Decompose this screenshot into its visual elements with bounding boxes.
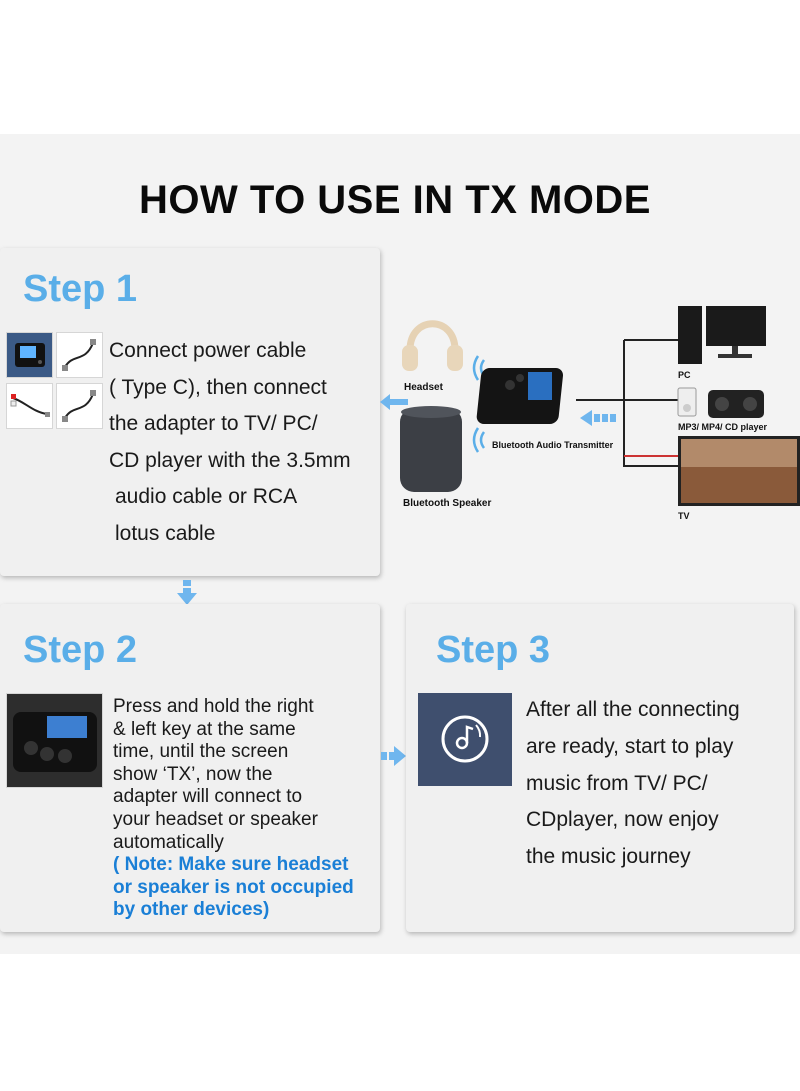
- step3-line: the music journey: [526, 845, 691, 869]
- arrow-left-icon: [380, 394, 408, 410]
- step2-heading: Step 2: [23, 629, 138, 671]
- device-thumbnail: [6, 332, 53, 378]
- mp3-player-icon: [677, 387, 697, 417]
- step2-text: Press and hold the right & left key at t…: [113, 696, 378, 922]
- step2-line: & left key at the same: [113, 718, 296, 740]
- step2-line: Press and hold the right: [113, 696, 314, 717]
- headset-label: Headset: [404, 382, 443, 393]
- connection-diagram: [380, 306, 800, 506]
- tv-icon: [678, 436, 800, 506]
- transmitter-label: Bluetooth Audio Transmitter: [492, 440, 614, 450]
- arrow-left-icon: [580, 410, 616, 426]
- cable-icon: [56, 383, 103, 429]
- step3-text: After all the connecting are ready, star…: [526, 692, 788, 876]
- music-disc-icon: [418, 693, 512, 786]
- step2-note-line: or speaker is not occupied: [113, 876, 354, 898]
- step1-line: lotus cable: [115, 521, 216, 545]
- cable-icon: [576, 339, 678, 467]
- transmitter-icon: [476, 368, 564, 424]
- step1-line: the adapter to TV/ PC/: [109, 412, 318, 436]
- speaker-icon: [400, 406, 462, 492]
- step1-line: CD player with the 3.5mm: [109, 448, 351, 472]
- step2-line: adapter will connect to: [113, 786, 303, 808]
- step3-heading: Step 3: [436, 629, 551, 671]
- pc-label: PC: [678, 370, 691, 380]
- step3-line: CDplayer, now enjoy: [526, 808, 719, 832]
- step3-line: music from TV/ PC/: [526, 771, 708, 795]
- step1-line: audio cable or RCA: [115, 485, 298, 509]
- cd-player-icon: [708, 390, 764, 418]
- mp3-label: MP3/ MP4/ CD player: [678, 422, 768, 432]
- arrow-down-icon: [177, 580, 197, 605]
- step3-line: After all the connecting: [526, 698, 740, 721]
- step3-line: are ready, start to play: [526, 734, 734, 758]
- step1-heading: Step 1: [23, 268, 138, 310]
- page-title: HOW TO USE IN TX MODE: [138, 178, 651, 222]
- step2-line: your headset or speaker: [113, 808, 318, 830]
- step2-line: automatically: [113, 831, 224, 853]
- speaker-label: Bluetooth Speaker: [403, 498, 492, 509]
- step2-line: show ‘TX’, now the: [113, 763, 273, 785]
- monitor-icon: [678, 306, 766, 364]
- step2-line: time, until the screen: [113, 741, 289, 763]
- step2-note-line: ( Note: Make sure headset: [113, 854, 349, 876]
- tv-label: TV: [678, 511, 690, 521]
- device-thumbnail: [6, 693, 103, 788]
- step1-line: ( Type C), then connect: [109, 375, 327, 399]
- step1-line: Connect power cable: [109, 339, 307, 362]
- arrow-right-icon: [381, 746, 406, 766]
- step2-note-line: by other devices): [113, 899, 270, 921]
- step1-text: Connect power cable ( Type C), then conn…: [109, 333, 381, 553]
- headphones-icon: [402, 320, 463, 371]
- cable-icon: [6, 383, 53, 429]
- cable-icon: [56, 332, 103, 378]
